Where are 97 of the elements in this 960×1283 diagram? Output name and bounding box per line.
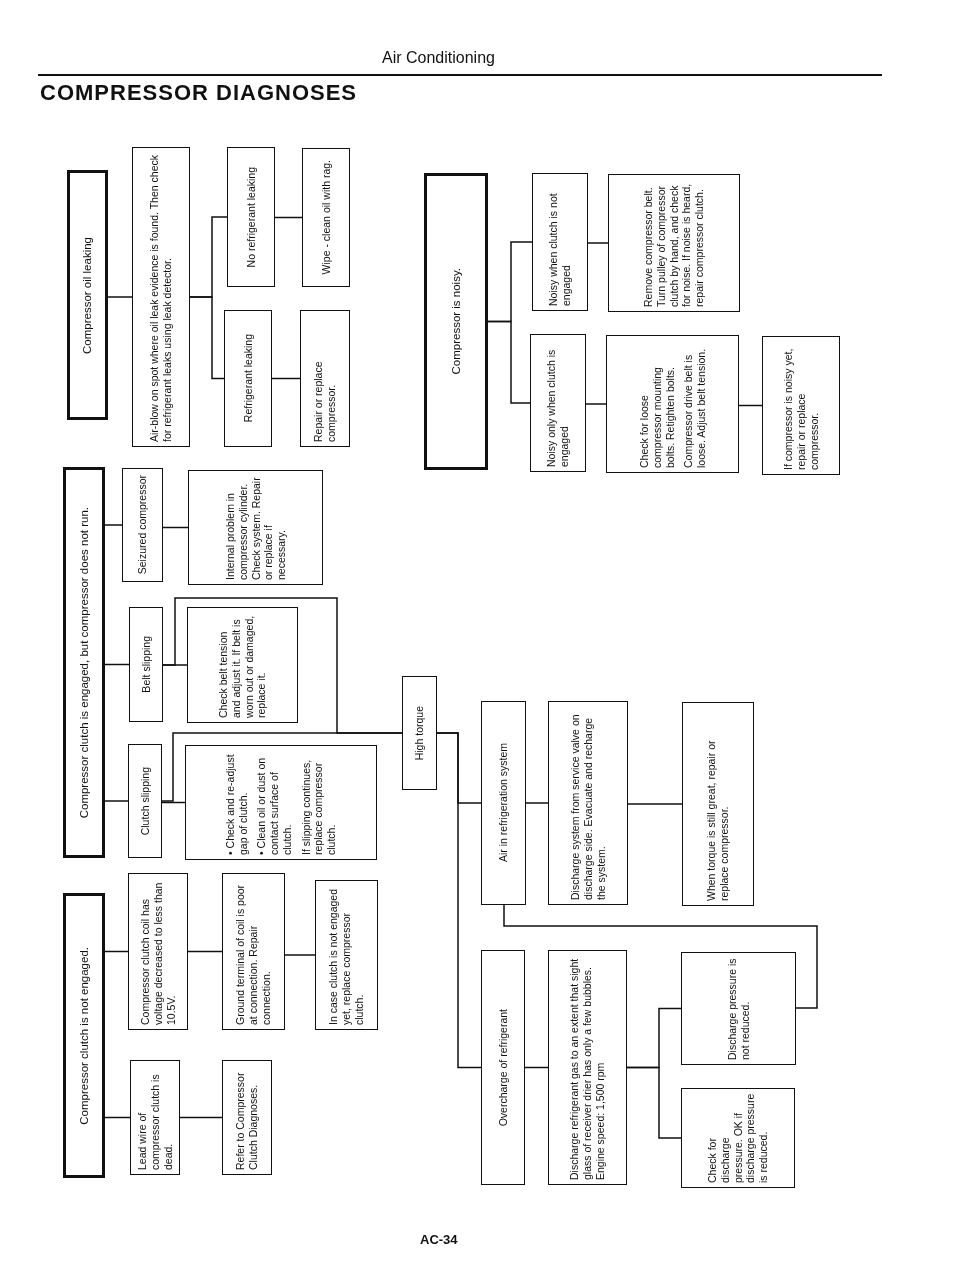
box-text: In case clutch is not engaged yet, replace compressor clutch. <box>327 888 366 1025</box>
box-text: Lead wire of compressor clutch is dead. <box>135 1073 175 1170</box>
diagnosis-box <box>532 173 588 311</box>
diagnosis-box <box>548 701 628 905</box>
connector-line <box>187 950 223 953</box>
diagnosis-box <box>481 950 525 1185</box>
diagnosis-box <box>481 701 526 905</box>
diagnosis-box <box>122 468 163 582</box>
page-number: AC-34 <box>420 1232 458 1247</box>
box-text: Compressor oil leaking <box>80 236 95 354</box>
box-text: Air in refrigeration system <box>497 743 510 863</box>
connector-line <box>503 904 818 1009</box>
connector-line <box>587 242 609 244</box>
box-text: Discharge refrigerant gas to an extent that sight glass of receiver drier has only a few bubbles. Engine speed: 1,500 rpm <box>568 957 607 1180</box>
connector-line <box>107 296 133 298</box>
box-text: Compressor clutch is engaged, but compressor does not run. <box>77 506 91 819</box>
connector-line <box>104 800 129 802</box>
box-text: • Check and re-adjust gap of clutch. <box>224 753 250 855</box>
box-text: High torque <box>413 705 426 761</box>
connector-line <box>189 216 228 298</box>
box-text: Belt slipping <box>139 636 153 693</box>
box-text: Noisy only when clutch is engaged <box>545 348 571 467</box>
symptom-box <box>63 467 105 858</box>
symptom-box <box>63 893 105 1178</box>
connector-line <box>179 1116 223 1119</box>
diagnosis-box <box>762 336 840 475</box>
diagnosis-box <box>222 1060 272 1175</box>
connector-line <box>271 377 301 380</box>
connector-line <box>627 803 683 805</box>
connector-line <box>274 216 303 219</box>
symptom-box <box>67 170 108 420</box>
diagnosis-box <box>530 334 586 472</box>
diagnosis-box <box>188 470 323 585</box>
box-text: Remove compressor belt. Turn pulley of compressor clutch by hand, and check for noise. If noise is heard, repair compressor clutch. <box>642 182 706 307</box>
connector-line <box>104 950 129 953</box>
connector-line <box>626 1066 682 1139</box>
diagnosis-box <box>548 950 627 1185</box>
box-text: Compressor clutch coil has voltage decreased to less than 10.5V. <box>138 881 178 1025</box>
box-text: Check for loose compressor mounting bolts. Retighten bolts. <box>637 366 676 468</box>
diagnosis-box <box>315 880 378 1030</box>
connector-line <box>104 524 123 526</box>
box-text: If compressor is noisy yet, repair or replace compressor. <box>781 347 821 470</box>
box-text: • Clean oil or dust on contact surface of clutch. <box>255 756 294 855</box>
diagnosis-box <box>681 952 796 1065</box>
box-text: Check for discharge pressure. OK if discharge pressure is reduced. <box>706 1093 770 1183</box>
diagnosis-box <box>302 148 350 287</box>
connector-line <box>161 732 403 802</box>
box-text: Refer to Compressor Clutch Diagnoses. <box>234 1071 260 1170</box>
box-text: Refrigerant leaking <box>241 334 255 423</box>
connector-line <box>738 404 763 407</box>
box-text: Wipe - clean oil with rag. <box>319 160 333 275</box>
connector-line <box>104 1116 131 1119</box>
diagnosis-box <box>227 147 275 287</box>
box-text: Ground terminal of coil is poor at connection. Repair connection. <box>234 883 273 1025</box>
diagnosis-box <box>187 607 298 723</box>
box-text: Air-blow on spot where oil leak evidence is found. Then check for refrigerant leaks using leak detector. <box>148 154 174 442</box>
connector-line <box>525 802 549 804</box>
box-text: If slipping continues, replace compressor clutch. <box>299 758 338 855</box>
box-text: Compressor clutch is not engaged. <box>77 946 91 1125</box>
connector-line <box>284 954 316 956</box>
diagnosis-box <box>402 676 437 790</box>
connector-line <box>524 1066 549 1069</box>
box-text: Repair or replace compressor. <box>312 360 338 442</box>
connector-line <box>161 801 186 804</box>
box-text: Internal problem in compressor cylinder. Check system. Repair or replace if necessary. <box>223 476 288 580</box>
diagnosis-box <box>128 744 162 858</box>
diagnosis-box <box>224 310 272 447</box>
box-text: No refrigerant leaking <box>244 166 258 268</box>
diagram-title: COMPRESSOR DIAGNOSES <box>40 80 358 106</box>
box-text: Seizured compressor <box>136 475 149 575</box>
box-text: Compressor is noisy. <box>449 268 463 375</box>
diagnosis-box <box>300 310 350 447</box>
box-text: Clutch slipping <box>138 766 152 836</box>
box-text: Check belt tension and adjust it. If belt is worn out or damaged, replace it. <box>216 614 269 718</box>
box-text: Noisy when clutch is not engaged <box>547 192 573 306</box>
diagnosis-box <box>606 335 739 473</box>
diagnosis-box <box>132 147 190 447</box>
box-text: Overcharge of refrigerant <box>496 1008 510 1127</box>
diagnosis-box <box>681 1088 795 1188</box>
box-text: Compressor drive belt is loose. Adjust belt tension. <box>681 347 708 468</box>
symptom-box <box>424 173 488 470</box>
connector-line <box>585 403 607 405</box>
box-text: When torque is still great, repair or replace compressor. <box>705 739 731 901</box>
connector-line <box>436 732 482 1069</box>
diagnosis-box <box>682 702 754 906</box>
box-text: Discharge pressure is not reduced. <box>725 957 752 1060</box>
connector-line <box>104 663 130 666</box>
connector-line <box>162 526 189 529</box>
diagnosis-box <box>608 174 740 312</box>
diagnosis-box <box>130 1060 180 1175</box>
diagnosis-box <box>128 873 188 1030</box>
box-text: Discharge system from service valve on discharge side. Evacuate and recharge the system. <box>568 713 608 900</box>
page-header: Air Conditioning <box>382 49 495 67</box>
diagnosis-box <box>129 607 163 722</box>
connector-line <box>487 320 531 404</box>
diagnosis-box <box>185 745 377 860</box>
diagnosis-box <box>222 873 285 1030</box>
